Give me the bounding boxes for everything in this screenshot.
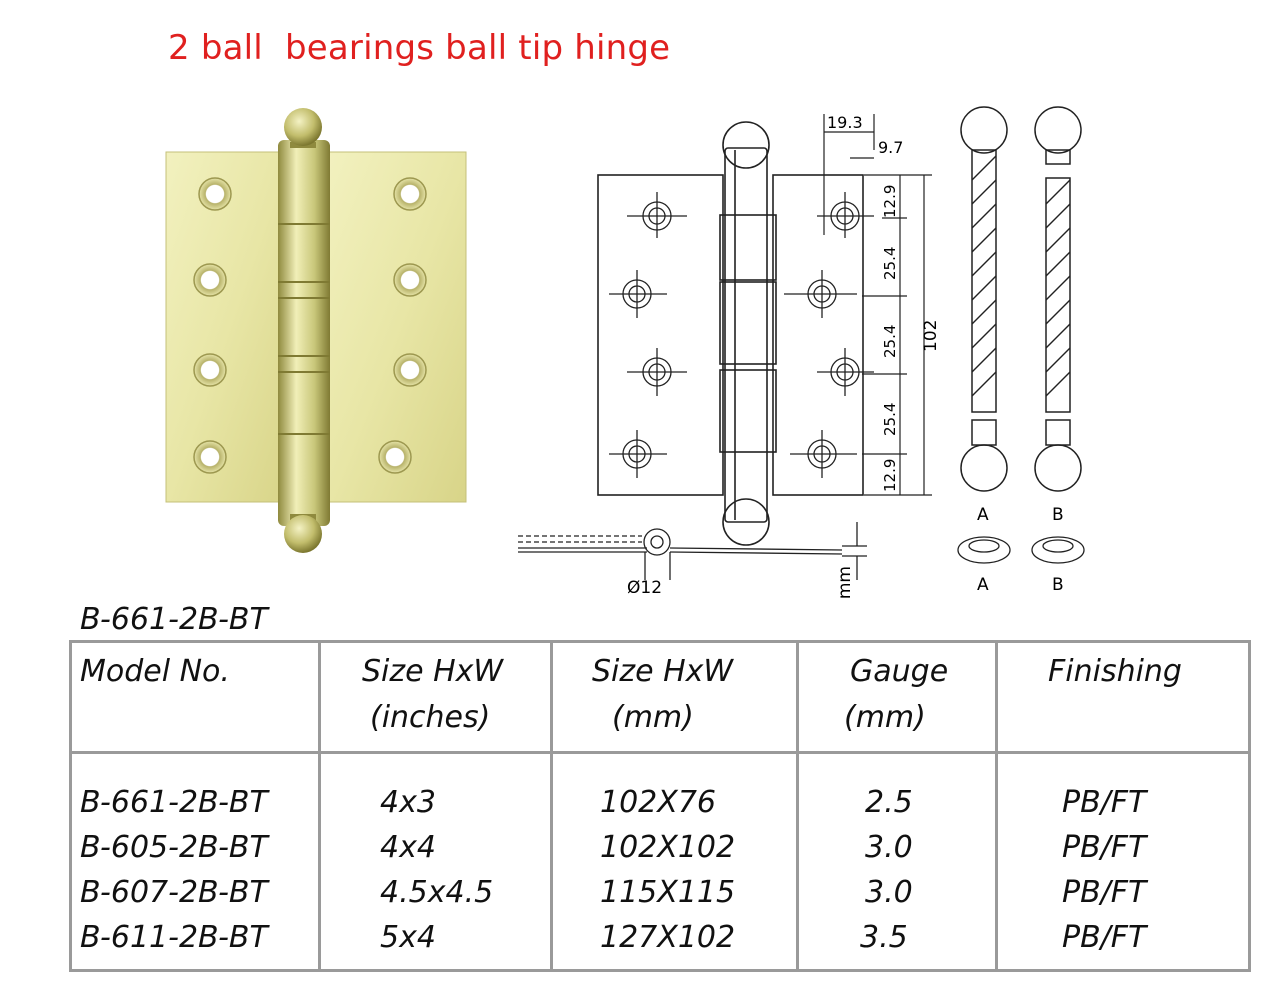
cell-finishing: PB/FT	[1062, 875, 1147, 910]
header-divider	[72, 751, 1248, 754]
spec-table: Model No. Size HxW (inches) Size HxW (mm…	[69, 640, 1251, 972]
cell-gauge: 3.5	[860, 920, 908, 955]
model-heading: B-661-2B-BT	[80, 602, 268, 637]
column-divider	[318, 643, 321, 969]
cell-size-mm: 115X115	[600, 875, 736, 910]
cell-size-in: 4x3	[380, 785, 436, 820]
page-title: 2 ball bearings ball tip hinge	[168, 28, 671, 68]
dim-25-4-c: 25.4	[881, 403, 899, 436]
header-model: Model No.	[80, 654, 230, 689]
cell-model: B-661-2B-BT	[80, 785, 268, 820]
dim-19-3: 19.3	[827, 113, 863, 132]
cell-finishing: PB/FT	[1062, 830, 1147, 865]
cell-gauge: 3.0	[865, 830, 913, 865]
hinge-photo	[165, 108, 467, 553]
cell-finishing: PB/FT	[1062, 920, 1147, 955]
technical-drawing: 19.3 9.7 12.9 25.4 25.4 25.4 12.9 102 Ø1…	[518, 106, 1085, 600]
header-size-mm-line2: (mm)	[612, 700, 694, 735]
column-divider	[550, 643, 553, 969]
header-gauge: Gauge (mm)	[844, 649, 949, 741]
dim-3mm: 3mm	[835, 566, 855, 600]
cell-gauge: 2.5	[865, 785, 913, 820]
cell-size-mm: 127X102	[600, 920, 736, 955]
header-size-mm-line1: Size HxW	[592, 654, 734, 689]
pin-b-label: B	[1052, 505, 1064, 525]
cell-size-in: 4.5x4.5	[380, 875, 494, 910]
cell-size-in: 5x4	[380, 920, 436, 955]
cell-gauge: 3.0	[865, 875, 913, 910]
dim-12-9-top: 12.9	[881, 185, 899, 218]
cell-size-mm: 102X102	[600, 830, 736, 865]
table-row: B-611-2B-BT 5x4 127X102 3.5 PB/FT	[72, 915, 1248, 960]
header-size-mm: Size HxW (mm)	[592, 649, 733, 741]
cell-size-in: 4x4	[380, 830, 436, 865]
cell-size-mm: 102X76	[600, 785, 716, 820]
washer-b-label: B	[1052, 575, 1064, 595]
cell-finishing: PB/FT	[1062, 785, 1147, 820]
header-gauge-line1: Gauge	[850, 654, 949, 689]
table-row: B-605-2B-BT 4x4 102X102 3.0 PB/FT	[72, 825, 1248, 870]
column-divider	[995, 643, 998, 969]
header-gauge-line2: (mm)	[844, 700, 926, 735]
header-finishing: Finishing	[1048, 654, 1182, 689]
cell-model: B-605-2B-BT	[80, 830, 268, 865]
dim-25-4-a: 25.4	[881, 247, 899, 280]
header-size-in-line1: Size HxW	[362, 654, 504, 689]
cell-model: B-607-2B-BT	[80, 875, 268, 910]
dim-12-9-bottom: 12.9	[881, 459, 899, 492]
cell-model: B-611-2B-BT	[80, 920, 268, 955]
table-row: B-607-2B-BT 4.5x4.5 115X115 3.0 PB/FT	[72, 870, 1248, 915]
dim-9-7: 9.7	[878, 138, 903, 157]
dim-102: 102	[921, 320, 941, 352]
pin-a-label: A	[977, 505, 989, 525]
table-row: B-661-2B-BT 4x3 102X76 2.5 PB/FT	[72, 780, 1248, 825]
header-size-in-line2: (inches)	[370, 700, 491, 735]
dim-diameter: Ø12	[627, 578, 662, 598]
dim-25-4-b: 25.4	[881, 325, 899, 358]
column-divider	[796, 643, 799, 969]
washer-a-label: A	[977, 575, 989, 595]
header-size-in: Size HxW (inches)	[362, 649, 503, 741]
